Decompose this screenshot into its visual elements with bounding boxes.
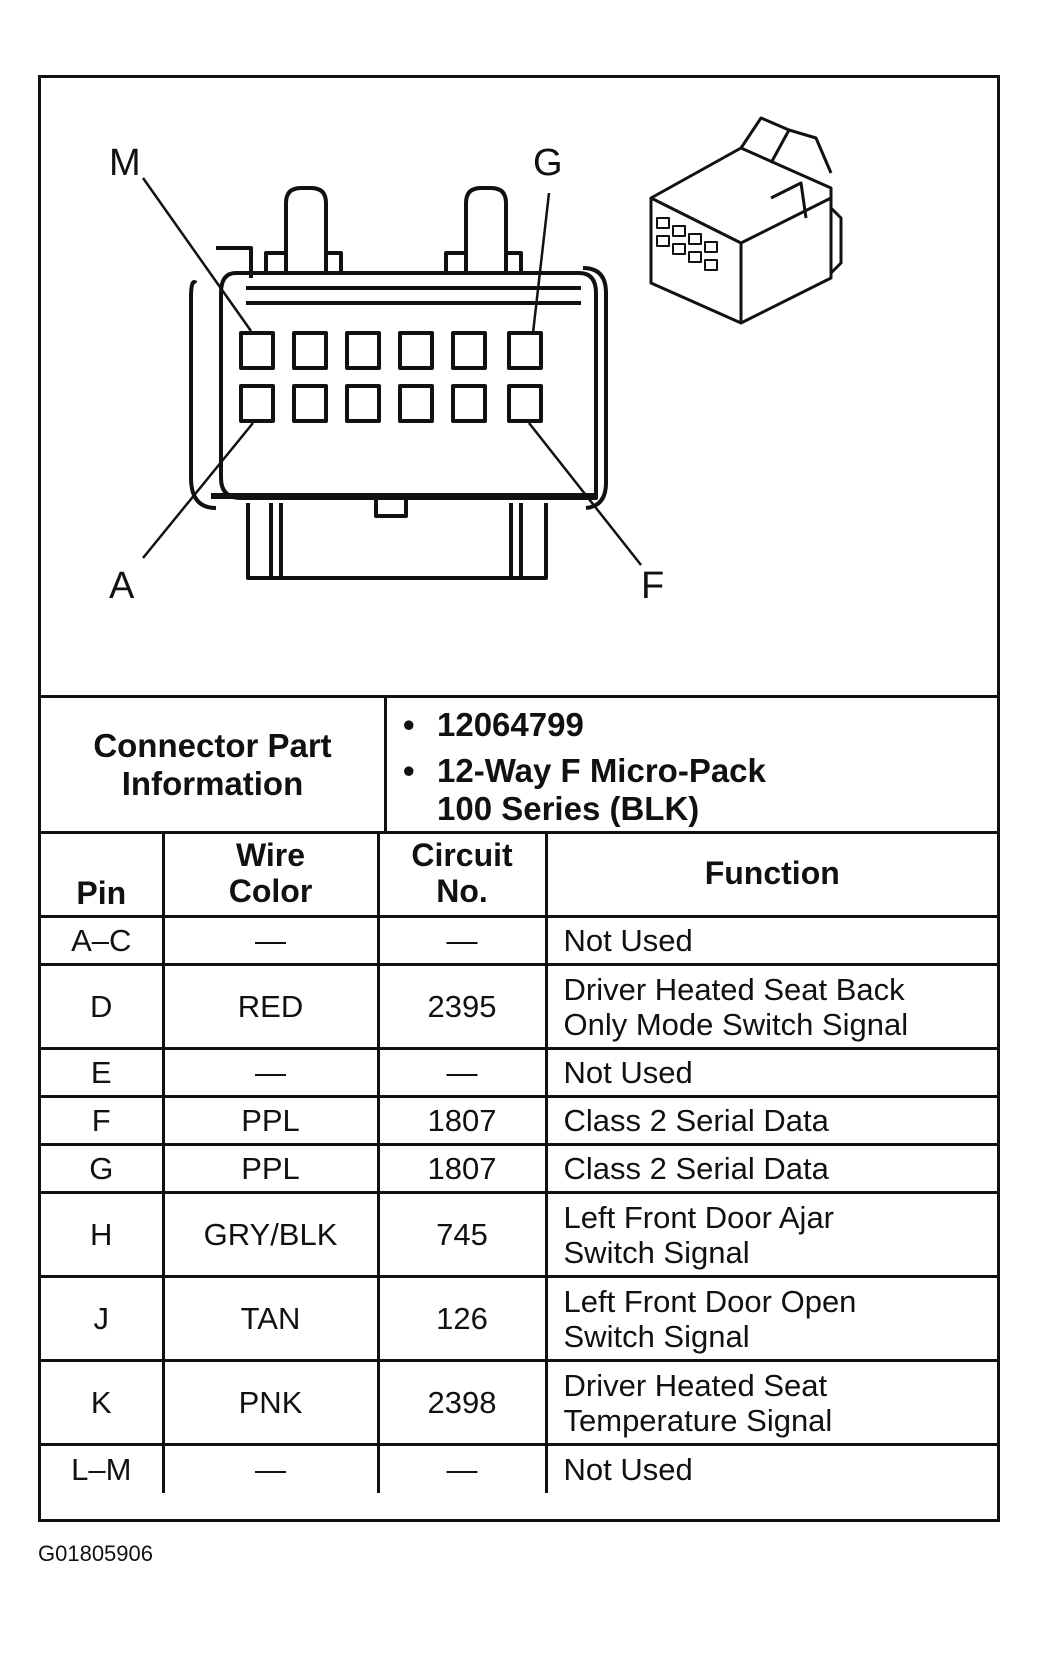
- connector-type-item: • 12-Way F Micro-Pack 100 Series (BLK): [403, 752, 993, 828]
- cell-wire-color: PPL: [161, 1143, 380, 1194]
- connector-type: 12-Way F Micro-Pack: [437, 752, 766, 789]
- header-circuit-line2: No.: [436, 873, 488, 909]
- cell-circuit: 1807: [376, 1095, 548, 1146]
- pinout-table: Pin Wire Color Circuit No. Function A–C …: [41, 831, 997, 1493]
- cell-function: Class 2 Serial Data: [544, 1143, 997, 1194]
- connector-info-values: • 12064799 • 12-Way F Micro-Pack 100 Ser…: [403, 706, 993, 836]
- cell-pin: J: [41, 1275, 165, 1362]
- pin-leader-lines: [141, 177, 642, 566]
- cell-wire-color: PNK: [161, 1359, 380, 1446]
- cell-pin: E: [41, 1047, 165, 1098]
- cell-wire-color: GRY/BLK: [161, 1191, 380, 1278]
- header-circuit-line1: Circuit: [411, 837, 513, 873]
- header-wire-color-line1: Wire: [235, 837, 306, 873]
- pin-cavities: [239, 331, 543, 423]
- table-row: G PPL 1807 Class 2 Serial Data: [41, 1143, 997, 1194]
- cell-circuit: —: [376, 1443, 548, 1493]
- cell-pin: A–C: [41, 915, 165, 966]
- cell-pin: F: [41, 1095, 165, 1146]
- cell-wire-color: PPL: [161, 1095, 380, 1146]
- pin-label-f: F: [641, 565, 664, 607]
- bottom-tabs: [246, 503, 548, 580]
- cell-pin: L–M: [41, 1443, 165, 1493]
- cell-circuit: 1807: [376, 1143, 548, 1194]
- pin-label-m: M: [109, 142, 141, 184]
- header-pin: Pin: [41, 831, 165, 918]
- figure-code: G01805906: [38, 1541, 153, 1566]
- cell-wire-color: —: [161, 915, 380, 966]
- connector-series: 100 Series (BLK): [437, 790, 700, 827]
- cell-function: Class 2 Serial Data: [544, 1095, 997, 1146]
- right-latch: [464, 186, 508, 273]
- cell-circuit: 745: [376, 1191, 548, 1278]
- connector-info-label-line1: Connector Part: [93, 726, 332, 764]
- cell-wire-color: TAN: [161, 1275, 380, 1362]
- cell-pin: G: [41, 1143, 165, 1194]
- pin-label-g: G: [533, 142, 563, 184]
- cell-pin: D: [41, 963, 165, 1050]
- connector-3d-view: [649, 116, 843, 325]
- connector-part-information: Connector Part Information • 12064799 • …: [41, 698, 997, 834]
- cell-function: Not Used: [544, 1047, 997, 1098]
- header-circuit-no: Circuit No.: [376, 831, 548, 918]
- header-function: Function: [544, 831, 997, 918]
- table-row: E — — Not Used: [41, 1047, 997, 1098]
- connector-face-drawing: M G A F: [109, 116, 843, 607]
- left-latch: [284, 186, 328, 273]
- header-wire-color: Wire Color: [161, 831, 380, 918]
- cell-wire-color: RED: [161, 963, 380, 1050]
- connector-info-label: Connector Part Information: [41, 698, 387, 831]
- pin-label-a: A: [109, 565, 135, 607]
- part-number-item: • 12064799: [403, 706, 993, 744]
- cell-wire-color: —: [161, 1443, 380, 1493]
- header-wire-color-line2: Color: [228, 873, 313, 909]
- cell-wire-color: —: [161, 1047, 380, 1098]
- cell-function: Not Used: [544, 915, 997, 966]
- cell-function: Not Used: [544, 1443, 997, 1493]
- table-header-row: Pin Wire Color Circuit No. Function: [41, 831, 997, 918]
- cell-pin: K: [41, 1359, 165, 1446]
- cell-circuit: —: [376, 1047, 548, 1098]
- connector-sheet: M G A F Connector Part Information • 120…: [38, 75, 1000, 1522]
- cell-pin: H: [41, 1191, 165, 1278]
- cell-circuit: —: [376, 915, 548, 966]
- cell-circuit: 2395: [376, 963, 548, 1050]
- bullet: •: [403, 752, 415, 789]
- table-row: F PPL 1807 Class 2 Serial Data: [41, 1095, 997, 1146]
- cell-circuit: 126: [376, 1275, 548, 1362]
- table-row: A–C — — Not Used: [41, 915, 997, 966]
- part-number: 12064799: [437, 706, 584, 743]
- bullet: •: [403, 706, 415, 743]
- cell-circuit: 2398: [376, 1359, 548, 1446]
- connector-diagram: M G A F: [41, 78, 997, 698]
- connector-info-label-line2: Information: [121, 764, 304, 802]
- table-row: L–M — — Not Used: [41, 1443, 997, 1493]
